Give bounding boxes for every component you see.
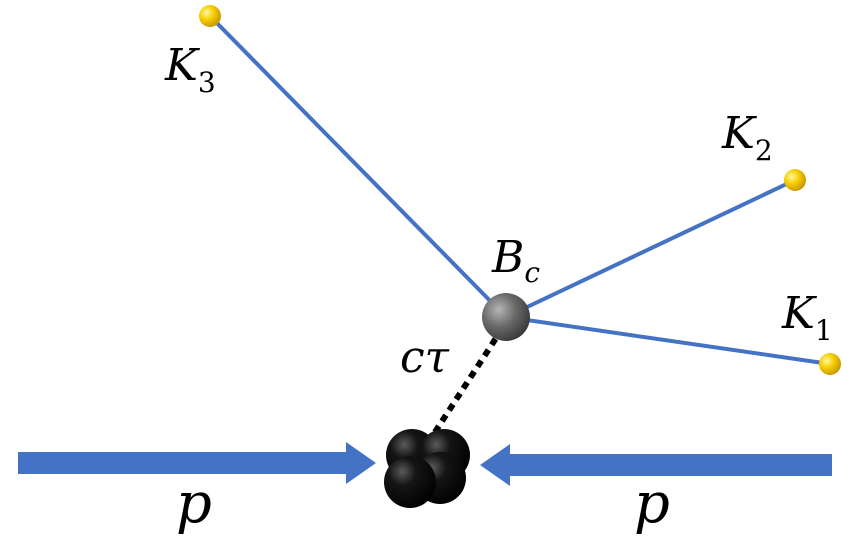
proton-beam-left-shaft xyxy=(18,452,348,474)
track-k3 xyxy=(208,14,508,319)
track-k2 xyxy=(505,178,796,319)
label-p-left: p xyxy=(176,471,212,536)
collision-ball xyxy=(384,456,436,508)
label-bc: Bc xyxy=(491,232,540,289)
label-k2: K2 xyxy=(721,108,773,167)
kaon-k1-dot xyxy=(819,353,841,375)
proton-beam-right xyxy=(480,444,832,486)
proton-beam-left-head xyxy=(346,442,376,484)
proton-beam-left xyxy=(18,442,376,484)
bc-vertex-ball xyxy=(482,293,530,341)
label-k3: K3 xyxy=(164,40,216,99)
label-k1: K1 xyxy=(781,288,833,347)
label-p-right: p xyxy=(634,471,670,536)
label-ctau: cτ xyxy=(400,332,450,383)
flight-path-dotted-line xyxy=(432,330,503,434)
kaon-k2-dot xyxy=(784,169,806,191)
track-k1 xyxy=(505,315,831,366)
proton-beam-right-head xyxy=(480,444,510,486)
kaon-k3-dot xyxy=(199,5,221,27)
collision-cluster xyxy=(384,429,470,508)
proton-beam-right-shaft xyxy=(508,454,832,476)
